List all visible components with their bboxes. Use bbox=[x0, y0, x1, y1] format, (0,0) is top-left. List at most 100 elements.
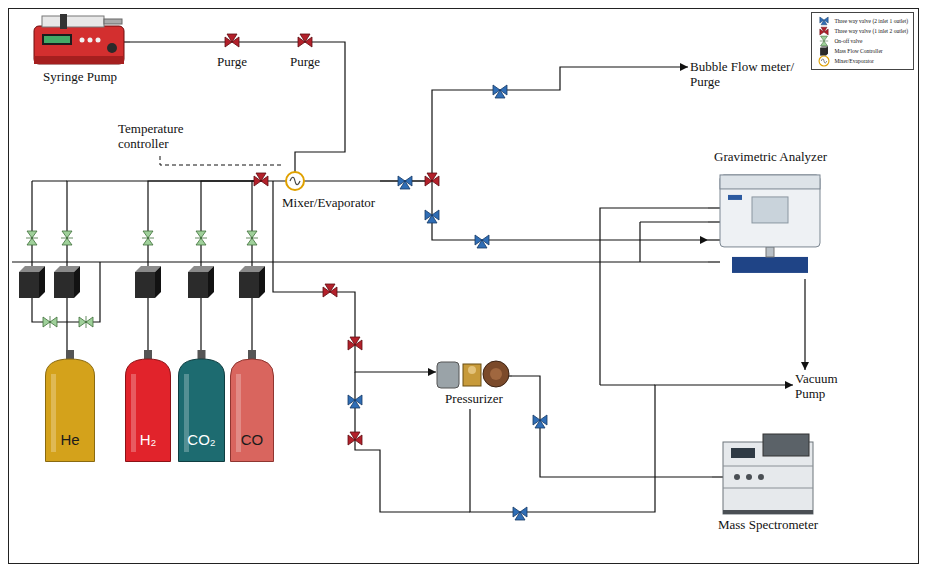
analyzer-line bbox=[640, 222, 708, 262]
legend-icon bbox=[817, 25, 831, 37]
cylinder-highlight bbox=[236, 374, 241, 452]
pipe-connector bbox=[512, 376, 712, 477]
pipe-stub bbox=[708, 239, 720, 240]
cylinder-body bbox=[231, 359, 274, 462]
analyzer-tube bbox=[766, 247, 774, 257]
legend-symbol bbox=[820, 36, 828, 46]
gas-cylinder: He bbox=[45, 350, 95, 462]
three-way-valve bbox=[425, 210, 439, 223]
on-off-valve bbox=[79, 316, 93, 328]
panel-line bbox=[723, 488, 813, 489]
figure-frame bbox=[9, 9, 919, 564]
legend-icon bbox=[817, 55, 831, 67]
pump-button bbox=[80, 38, 85, 43]
three-way-valve bbox=[323, 284, 337, 297]
node-body: Gravimetric Analyzer bbox=[710, 150, 831, 277]
cylinder-body bbox=[126, 359, 171, 462]
controller-leader bbox=[160, 156, 283, 165]
three-way-valve bbox=[348, 337, 362, 350]
three-way-valve bbox=[475, 235, 489, 248]
purge-label: Purge bbox=[290, 55, 320, 70]
controller-label: Temperature controller bbox=[118, 122, 203, 152]
node-body: He bbox=[45, 350, 95, 462]
pipe-connector bbox=[130, 42, 345, 172]
node-body: H₂ bbox=[125, 350, 171, 462]
node-body: CO bbox=[230, 350, 274, 462]
legend-text: Three way valve (1 inlet 2 outlet) bbox=[834, 28, 908, 34]
legend-box: Three way valve (2 inlet 1 outlet)Three … bbox=[811, 12, 914, 70]
pipe-stub bbox=[708, 207, 720, 208]
syringe-plunger bbox=[104, 19, 122, 24]
controller-label-box: Temperature controller bbox=[118, 122, 203, 152]
three-way-valve bbox=[533, 415, 547, 428]
image-area bbox=[768, 434, 769, 518]
image-area bbox=[474, 358, 475, 392]
pump-screen bbox=[44, 36, 70, 43]
mass-spectrometer: Mass Spectrometer bbox=[712, 432, 824, 535]
cylinder-highlight bbox=[51, 374, 56, 452]
gas-cylinder: CO bbox=[230, 350, 274, 462]
vacuum-line bbox=[12, 261, 708, 262]
analyzer-body bbox=[720, 175, 820, 247]
node-body: Mass Spectrometer bbox=[714, 434, 822, 533]
cylinder-valve bbox=[248, 350, 256, 359]
panel-line bbox=[723, 466, 813, 467]
image-area bbox=[282, 174, 283, 196]
pipe-connector bbox=[67, 181, 268, 350]
gas-cylinder: H₂ bbox=[125, 350, 171, 462]
three-way-valve bbox=[425, 173, 439, 186]
syringe-clamp bbox=[60, 14, 67, 29]
node-label: CO₂ bbox=[187, 431, 215, 448]
node-body: Pressurizer bbox=[438, 358, 510, 407]
on-off-valve bbox=[61, 231, 73, 245]
mass-flow-controller bbox=[54, 266, 80, 298]
legend-text: On-off valve bbox=[834, 38, 862, 44]
legend-symbol bbox=[820, 17, 828, 25]
pipe-stub bbox=[708, 261, 720, 262]
pressurizer: Pressurizer bbox=[436, 356, 512, 409]
mass-flow-controller bbox=[239, 266, 265, 298]
analyzer-window bbox=[752, 197, 788, 223]
syringe-barrel bbox=[42, 16, 104, 27]
legend-text: Mass Flow Controller bbox=[834, 48, 882, 54]
cylinder-highlight bbox=[131, 374, 136, 452]
gravimetric-analyzer-shape bbox=[708, 148, 833, 279]
legend-symbol bbox=[820, 46, 828, 56]
on-off-valve bbox=[142, 231, 154, 245]
purge-label-box: Purge bbox=[217, 52, 247, 70]
purge-label-box: Purge bbox=[290, 52, 320, 70]
purge-label: Purge bbox=[217, 55, 247, 70]
cylinder-valve bbox=[198, 350, 206, 359]
analyzer-logo bbox=[728, 195, 742, 200]
spectrometer-screen bbox=[731, 448, 755, 458]
three-way-valve bbox=[493, 85, 507, 98]
analyzer-stand bbox=[732, 257, 808, 273]
node-label: Gravimetric Analyzer bbox=[714, 150, 827, 165]
legend-icon bbox=[817, 35, 831, 47]
node-label: Pressurizer bbox=[445, 392, 503, 407]
pressurizer-disc bbox=[483, 361, 509, 387]
purge-valve bbox=[298, 34, 312, 47]
three-way-valve bbox=[513, 507, 527, 520]
purge-valve bbox=[225, 34, 239, 47]
on-off-valve bbox=[246, 231, 258, 245]
node-body: Syringe Pump bbox=[32, 14, 128, 85]
pipe-branch bbox=[272, 181, 273, 213]
pump-body bbox=[34, 26, 124, 64]
on-off-valve bbox=[43, 316, 57, 328]
pipe-connector bbox=[380, 181, 708, 240]
node-body: Mixer/Evaporator bbox=[282, 174, 378, 211]
three-way-valve bbox=[398, 176, 412, 189]
mixer-evaporator: Mixer/Evaporator bbox=[268, 172, 380, 213]
analyzer-top bbox=[720, 175, 820, 189]
legend-row: Three way valve (1 inlet 2 outlet) bbox=[817, 26, 908, 36]
spectrometer-knob bbox=[758, 474, 764, 480]
node-label: Bubble Flow meter/ Purge bbox=[690, 60, 802, 90]
mass-flow-controller bbox=[188, 266, 214, 298]
mass-flow-controller bbox=[19, 266, 45, 298]
bypass-line bbox=[32, 181, 100, 322]
node-label: Syringe Pump bbox=[43, 70, 117, 85]
pump-knob bbox=[107, 43, 117, 53]
cylinder-body bbox=[46, 359, 95, 462]
pipe-connector bbox=[273, 213, 436, 372]
